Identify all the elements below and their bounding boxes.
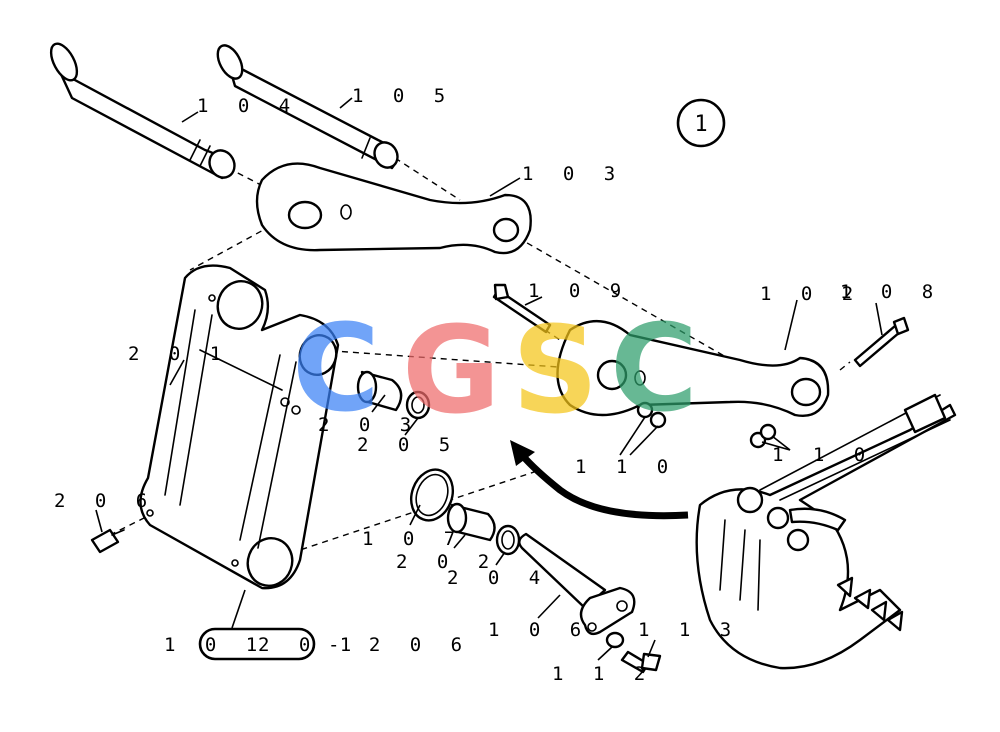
link-103 [255, 162, 532, 255]
label-103: 1 0 3 [522, 163, 624, 185]
label-202: 2 0 2 [396, 551, 498, 573]
watermark-letter-3: S [512, 302, 598, 441]
group-oval [198, 627, 316, 661]
sheet-badge-number: 1 [694, 112, 707, 137]
grease-fitting-206 [90, 528, 125, 554]
bolt-109 [492, 283, 552, 334]
label-206: 2 0 6 [54, 490, 156, 512]
ring-204 [495, 524, 521, 556]
seal-107 [410, 468, 454, 522]
label-109: 1 0 9 [528, 280, 630, 302]
label-105: 1 0 5 [352, 85, 454, 107]
label-108: 1 0 8 [840, 281, 942, 303]
label-110-left: 1 1 0 [575, 456, 677, 478]
label-201: 2 0 1 [128, 343, 230, 365]
watermark: C G S C [292, 300, 698, 441]
label-112: 1 1 2 [552, 663, 654, 685]
bolt-108 [853, 316, 910, 368]
label-group-range: - 2 0 6 [328, 634, 471, 656]
watermark-letter-2: G [402, 302, 501, 441]
washer-112 [605, 631, 625, 649]
label-203: 2 0 3 [318, 414, 420, 436]
pin-105 [216, 44, 399, 170]
label-104: 1 0 4 [197, 95, 299, 117]
direction-arrow [510, 440, 689, 520]
pin-106 [518, 532, 636, 636]
pin-104 [49, 42, 236, 180]
leader-lines [95, 97, 883, 661]
label-107: 1 0 7 [362, 528, 464, 550]
watermark-letter-4: C [610, 300, 698, 439]
label-106: 1 0 6 [488, 619, 590, 641]
label-205: 2 0 5 [357, 434, 459, 456]
ring-205 [405, 390, 431, 420]
bushing-202 [446, 502, 496, 542]
label-101: 1 0 1 [164, 634, 266, 656]
label-group-201: 2 0 1 [258, 634, 360, 656]
link-102 [556, 319, 830, 417]
link-frame-201 [139, 264, 340, 590]
label-204: 2 0 4 [447, 567, 549, 589]
bolt-113 [620, 650, 662, 674]
watermark-letter-1: C [292, 300, 380, 439]
label-102: 1 0 2 [760, 283, 862, 305]
label-113: 1 1 3 [638, 619, 740, 641]
part-labels: 1 0 4 1 0 5 1 0 3 1 0 9 1 0 2 1 0 8 2 0 … [54, 85, 942, 685]
sheet-badge: 1 [676, 98, 726, 148]
bucket-assembly [695, 393, 957, 670]
label-110-right: 1 1 0 [772, 444, 874, 466]
bushing-203 [356, 370, 403, 412]
